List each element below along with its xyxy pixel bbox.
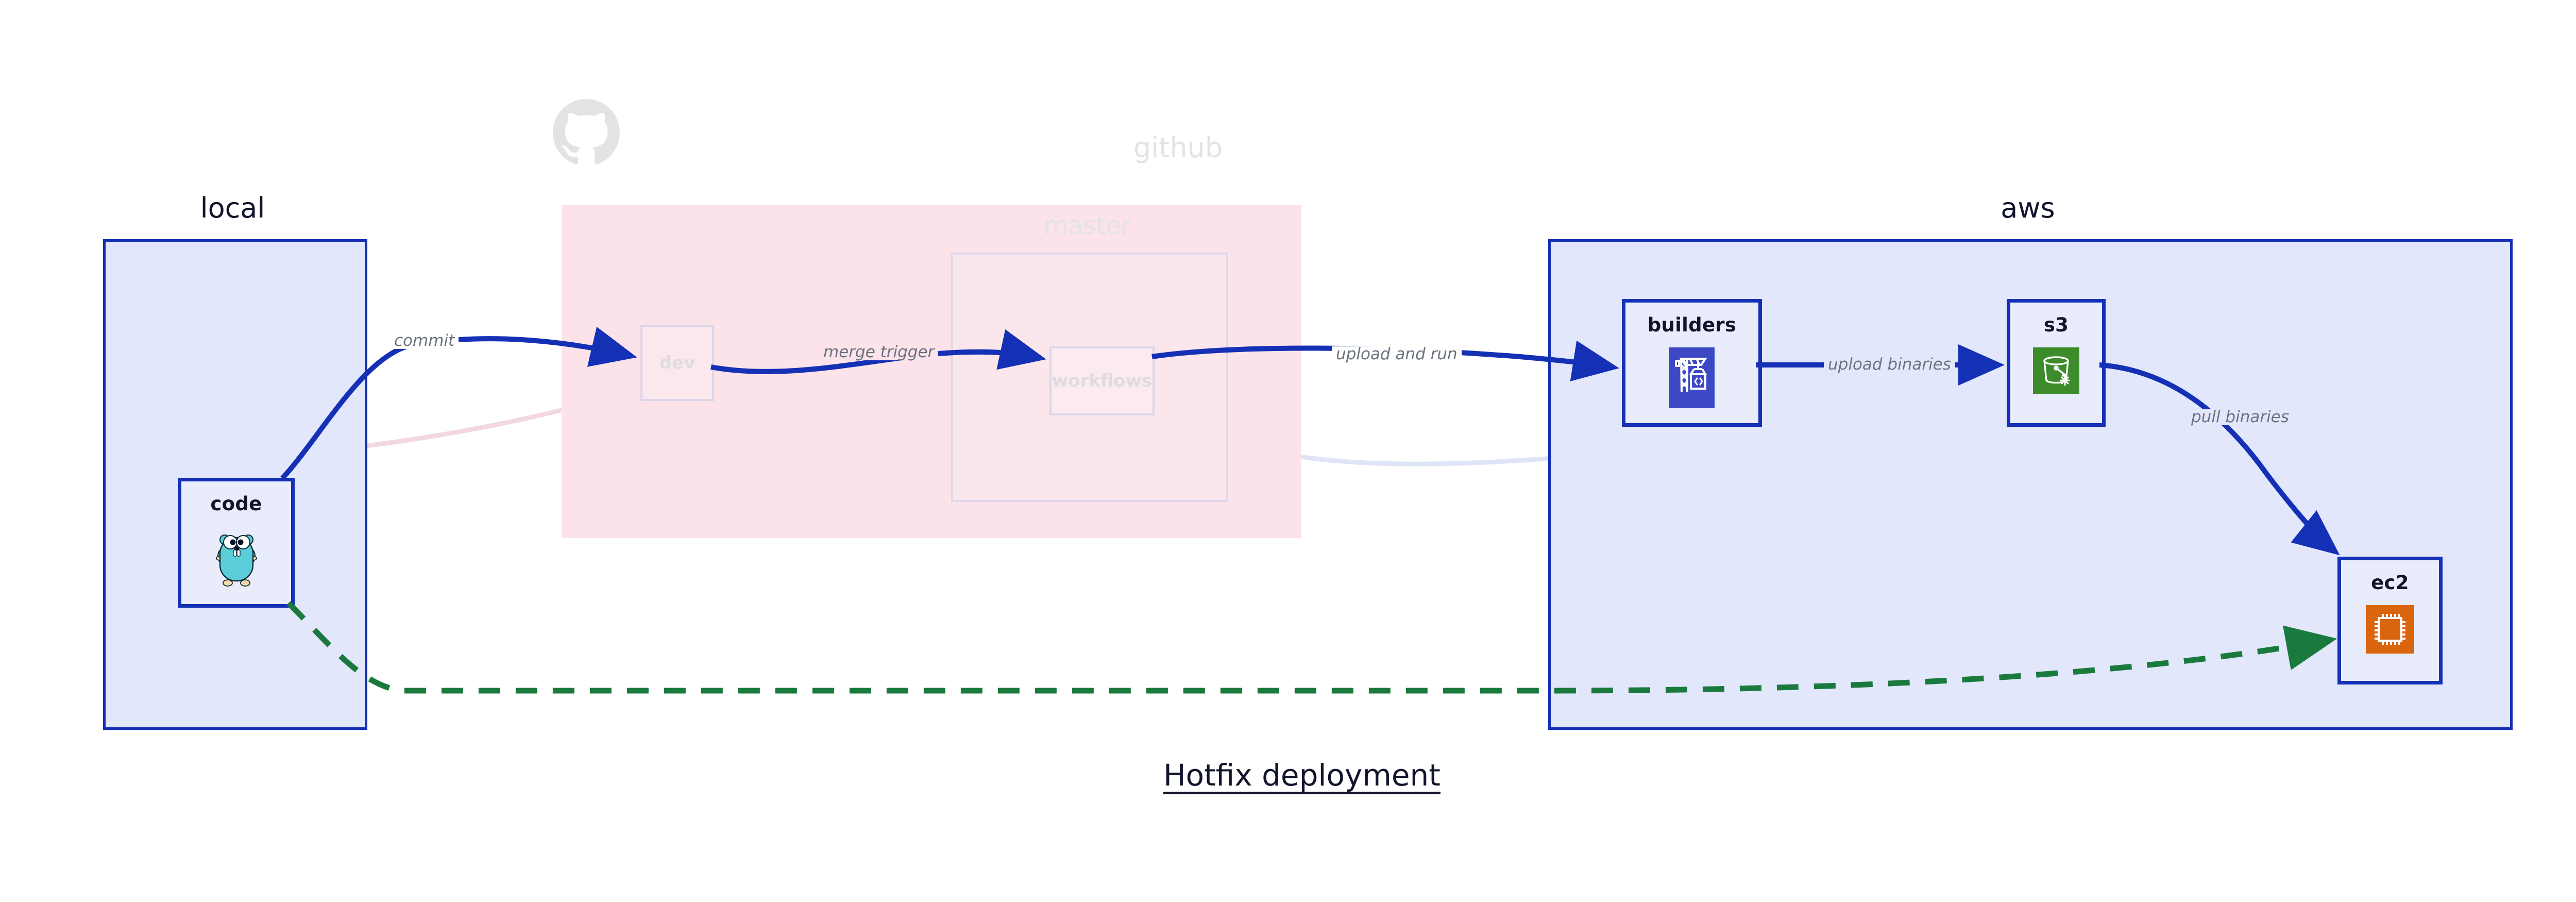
node-s3[interactable]: s3 xyxy=(2007,299,2106,427)
node-code-label: code xyxy=(210,493,262,515)
node-builders-label: builders xyxy=(1647,314,1737,336)
edge-hotfix-direct xyxy=(286,601,2337,694)
edge-label-upload-binaries: upload binaries xyxy=(1824,357,1955,373)
group-github xyxy=(562,205,1301,538)
node-code[interactable]: code xyxy=(178,478,295,608)
node-s3-label: s3 xyxy=(2043,314,2069,336)
edge-pull-binaries xyxy=(2099,362,2340,556)
aws-codebuild-icon xyxy=(1669,347,1715,410)
edge-label-merge-trigger: merge trigger xyxy=(819,344,939,360)
diagram-title: Hotfix deployment xyxy=(1163,758,1441,793)
edge-commit xyxy=(280,326,637,480)
node-workflows[interactable]: workflows xyxy=(1049,346,1155,415)
group-label-github: github xyxy=(1133,131,1223,164)
subgroup-master xyxy=(951,253,1228,502)
aws-s3-glacier-icon xyxy=(2033,347,2079,396)
node-workflows-label: workflows xyxy=(1052,371,1153,391)
aws-ec2-icon xyxy=(2366,605,2414,656)
node-ec2-label: ec2 xyxy=(2371,572,2409,594)
edge-label-pull-binaries: pull binaries xyxy=(2187,409,2293,425)
group-label-local: local xyxy=(200,192,265,224)
node-dev[interactable]: dev xyxy=(640,325,714,401)
github-octocat-icon xyxy=(553,99,620,166)
node-ec2[interactable]: ec2 xyxy=(2337,557,2443,684)
node-dev-label: dev xyxy=(659,353,696,373)
node-builders[interactable]: builders xyxy=(1622,299,1762,427)
subgroup-label-master: master xyxy=(1044,211,1131,240)
edge-label-commit: commit xyxy=(390,333,459,349)
group-label-aws: aws xyxy=(2001,192,2055,224)
go-gopher-icon xyxy=(209,526,264,589)
edge-label-upload-and-run: upload and run xyxy=(1332,346,1462,362)
